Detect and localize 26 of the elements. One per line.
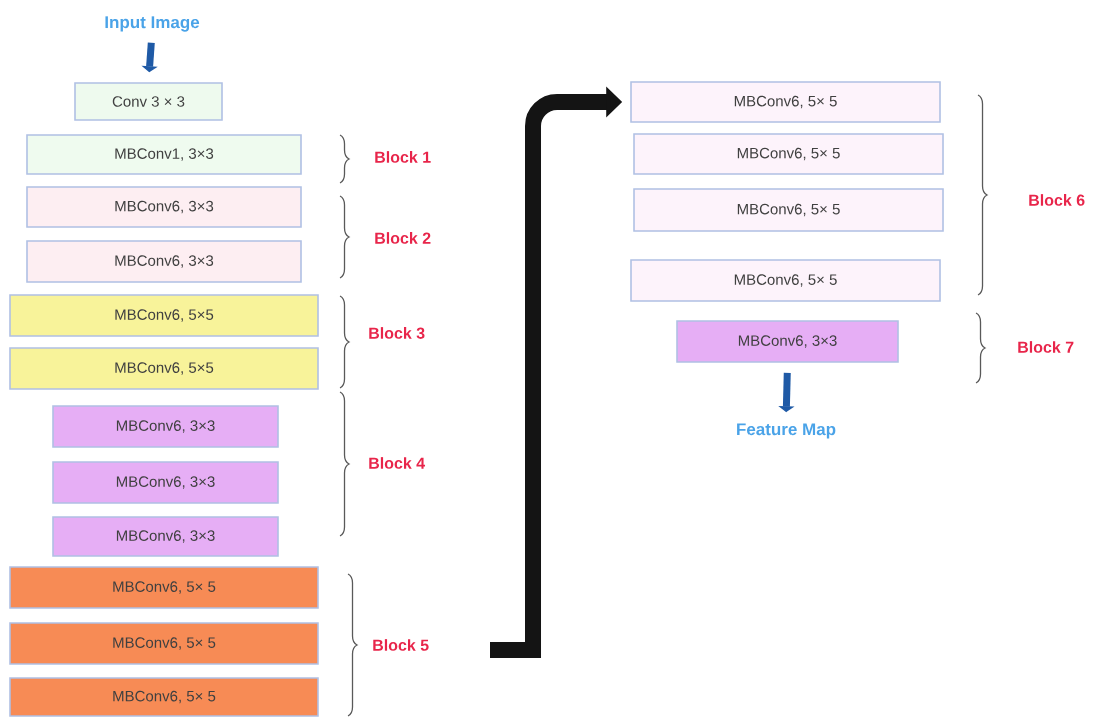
layer-box: MBConv6, 5× 5 xyxy=(9,566,319,609)
layer-box: MBConv6, 3×3 xyxy=(52,516,279,557)
block-label: Block 7 xyxy=(1018,341,1074,353)
layer-box: MBConv6, 3×3 xyxy=(26,186,302,228)
layer-box: MBConv6, 5×5 xyxy=(9,294,319,337)
block-label: Block 6 xyxy=(1029,194,1085,206)
layer-box: MBConv6, 5× 5 xyxy=(9,677,319,717)
layer-box: MBConv6, 5× 5 xyxy=(630,81,941,123)
block-label: Block 3 xyxy=(369,327,425,339)
layer-box: MBConv6, 5× 5 xyxy=(9,622,319,665)
block-label: Block 4 xyxy=(369,457,425,469)
layer-box: MBConv6, 5× 5 xyxy=(633,133,944,175)
block-label: Block 1 xyxy=(375,151,431,163)
io-label: Input Image xyxy=(105,16,200,32)
layer-box: MBConv6, 5× 5 xyxy=(633,188,944,232)
layer-box: MBConv6, 3×3 xyxy=(52,461,279,504)
block-label: Block 5 xyxy=(373,639,429,651)
layer-box: MBConv1, 3×3 xyxy=(26,134,302,175)
layer-box: MBConv6, 3×3 xyxy=(52,405,279,448)
block-label: Block 2 xyxy=(375,232,431,244)
layer-box: MBConv6, 5× 5 xyxy=(630,259,941,302)
layer-box: MBConv6, 3×3 xyxy=(26,240,302,283)
layer-box: MBConv6, 5×5 xyxy=(9,347,319,390)
io-label: Feature Map xyxy=(737,423,836,439)
layer-box: MBConv6, 3×3 xyxy=(676,320,899,363)
layer-box: Conv 3 × 3 xyxy=(74,82,223,121)
